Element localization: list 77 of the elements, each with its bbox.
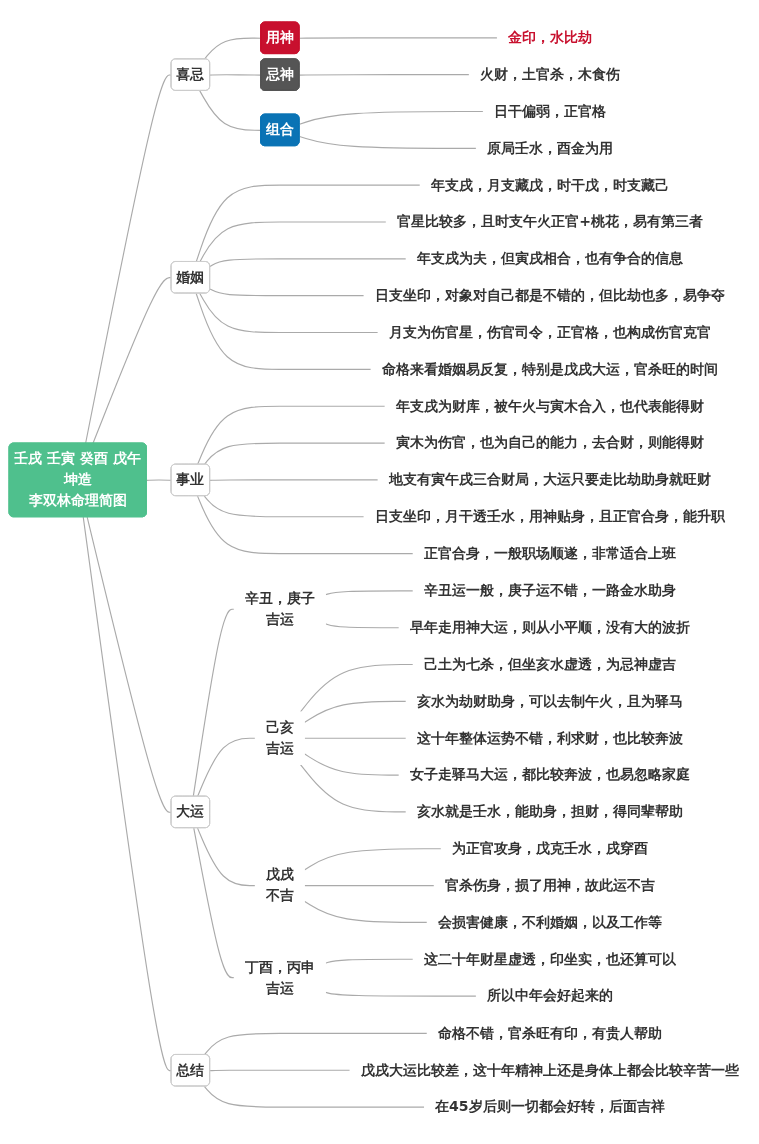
connector bbox=[303, 752, 400, 776]
node-text: 地支有寅午戌三合财局，大运只要走比劫助身就旺财 bbox=[388, 470, 712, 488]
mind-map: 壬戌 壬寅 癸酉 戊午 坤造 李双林命理简图 喜忌 用神 金印，水比劫 忌神 火财，土官杀，木食伤 组合 日干偏弱，正官格 原局壬水，酉金为用 婚姻 年支戌，月支藏戊，时干戊，时支藏己 官星比较多，且时支午火正官+桃花，易有第三者 年支戌为夫，但寅戌相合，也有争合的信息 日支坐印，对象对自己都是不错的，但比劫也多，易争夺 月支为伤官星，伤官司令，正官格，也构成伤官克官 命格来看婚姻易反复，特别是戊戌大运，官杀旺的时间 事业 年支戌为财库，被午火与寅木合入，也代表能得财 寅木为伤官，也为自己的能力，去合财，则能得财 地支有寅午戌三合财局，大运只要走比劫助身就旺财 日支坐印，月干透壬水，用神贴身，且正官合身，能升职 正官合身，一般职场顺遂，非常适合上班 大运 辛丑，庚子 吉运 辛丑运一般，庚子运不错，一路金水助身 早年走用神大运，则从小平顺，没有大的波折 己亥 吉运 己土为七杀，但坐亥水虚透，为忌神虚吉 亥水为劫财助身，可以去制午火，且为驿马 这十年整体运势不错，利求财，也比较奔波 女子走驿马大运，都比较奔波，也易忽略家庭 亥水就是壬水，能助身，担财，得同辈帮助 戊戌 不吉 为正官攻身，戊克壬水，戌穿酉 官杀伤身，损了用神，故此运不吉 会损害健康，不利婚姻，以及工作等 丁酉，丙申 吉运 这二十年财星虚透，印坐实，也还算可以 所以中年会好起来的 总结 命格不错，官杀旺有印，有贵人帮助 戊戌大运比较差，这十年精神上还是身体上都会比较辛苦一些 在45岁后则一切都会好转，后面吉祥 bbox=[2, 14, 757, 1130]
connector bbox=[324, 991, 477, 997]
connector bbox=[192, 608, 235, 797]
node-text: 己亥 吉运 bbox=[265, 718, 294, 757]
node-text: 年支戌为财库，被午火与寅木合入，也代表能得财 bbox=[395, 397, 705, 414]
connector bbox=[199, 292, 379, 333]
connector bbox=[299, 135, 477, 149]
node-text: 在45岁后则一切都会好转，后面吉祥 bbox=[434, 1097, 666, 1115]
node-text: 年支戌为夫，但寅戌相合，也有争合的信息 bbox=[416, 249, 684, 267]
node-text: 女子走驿马大运，都比较奔波，也易忽略家庭 bbox=[409, 765, 691, 783]
node-text: 月支为伤官星，伤官司令，正官格，也构成伤官克官 bbox=[388, 323, 712, 340]
connector bbox=[199, 89, 262, 131]
node-text: 会损害健康，不利婚姻，以及工作等 bbox=[437, 913, 663, 930]
node-text: 所以中年会好起来的 bbox=[486, 986, 614, 1004]
node-text: 戊戌大运比较差，这十年精神上还是身体上都会比较辛苦一些 bbox=[360, 1061, 740, 1078]
connector bbox=[85, 74, 173, 444]
node-text: 日干偏弱，正官格 bbox=[493, 102, 607, 119]
connector bbox=[324, 589, 414, 595]
node-text: 早年走用神大运，则从小平顺，没有大的波折 bbox=[409, 618, 691, 636]
node-text: 命格来看婚姻易反复，特别是戊戌大运，官杀旺的时间 bbox=[381, 360, 719, 377]
node-text: 原局壬水，酉金为用 bbox=[486, 139, 614, 156]
node-text: 己土为七杀，但坐亥水虚透，为忌神虚吉 bbox=[423, 655, 677, 672]
connector bbox=[203, 1085, 425, 1108]
node-text: 命格不错，官杀旺有印，有贵人帮助 bbox=[437, 1024, 663, 1041]
node-text: 官杀伤身，损了用神，故此运不吉 bbox=[444, 876, 656, 894]
connector bbox=[299, 763, 407, 813]
connector bbox=[197, 827, 256, 886]
connector bbox=[195, 184, 421, 263]
connector bbox=[203, 495, 365, 517]
connector bbox=[209, 287, 365, 296]
node-text: 年支戌，月支藏戊，时干戊，时支藏己 bbox=[430, 175, 670, 193]
connector bbox=[203, 1032, 428, 1055]
connector bbox=[324, 958, 414, 964]
connector bbox=[92, 276, 173, 444]
connector bbox=[303, 700, 407, 723]
node-text: 日支坐印，月干透壬水，用神贴身，且正官合身，能升职 bbox=[374, 507, 726, 525]
connector bbox=[197, 405, 386, 465]
connector bbox=[209, 1069, 351, 1071]
node-text: 辛丑运一般，庚子运不错，一路金水助身 bbox=[423, 581, 677, 599]
connector bbox=[299, 110, 484, 125]
connector bbox=[146, 479, 173, 481]
connector bbox=[299, 36, 498, 39]
connector bbox=[203, 37, 262, 60]
connector bbox=[299, 73, 470, 76]
connector bbox=[209, 478, 379, 481]
node-text: 寅木为伤官，也为自己的能力，去合财，则能得财 bbox=[395, 433, 705, 451]
connector bbox=[303, 847, 442, 871]
node-text: 戊戌 不吉 bbox=[265, 865, 294, 904]
node-text: 为正官攻身，戊克壬水，戌穿酉 bbox=[451, 839, 649, 857]
connector bbox=[193, 827, 235, 978]
connector bbox=[195, 292, 372, 370]
node-text: 正官合身，一般职场顺遂，非常适合上班 bbox=[423, 544, 677, 562]
node-text: 火财，土官杀，木食伤 bbox=[479, 65, 621, 83]
connector bbox=[199, 221, 387, 263]
connector bbox=[203, 442, 386, 465]
connector bbox=[82, 516, 173, 1071]
connector bbox=[303, 737, 407, 739]
connector bbox=[86, 516, 173, 813]
connector bbox=[197, 737, 256, 797]
connector bbox=[303, 900, 428, 923]
connector bbox=[209, 257, 407, 267]
node-text: 这十年整体运势不错，利求财，也比较奔波 bbox=[416, 729, 684, 746]
node-text: 官星比较多，且时支午火正官+桃花，易有第三者 bbox=[396, 212, 704, 230]
node-text: 亥水为劫财助身，可以去制午火，且为驿马 bbox=[416, 692, 684, 709]
connector bbox=[197, 495, 414, 554]
node-text: 日支坐印，对象对自己都是不错的，但比劫也多，易争夺 bbox=[374, 286, 726, 304]
node-text: 这二十年财星虚透，印坐实，也还算可以 bbox=[423, 950, 677, 967]
connector bbox=[299, 663, 414, 713]
node-text: 辛丑，庚子 吉运 bbox=[244, 589, 315, 628]
node-text: 金印，水比劫 bbox=[507, 28, 593, 46]
connector bbox=[324, 622, 400, 628]
connector bbox=[209, 73, 262, 76]
node-text: 丁酉，丙申 吉运 bbox=[244, 957, 315, 996]
connector bbox=[303, 884, 435, 886]
node-text: 亥水就是壬水，能助身，担财，得同辈帮助 bbox=[416, 802, 684, 820]
